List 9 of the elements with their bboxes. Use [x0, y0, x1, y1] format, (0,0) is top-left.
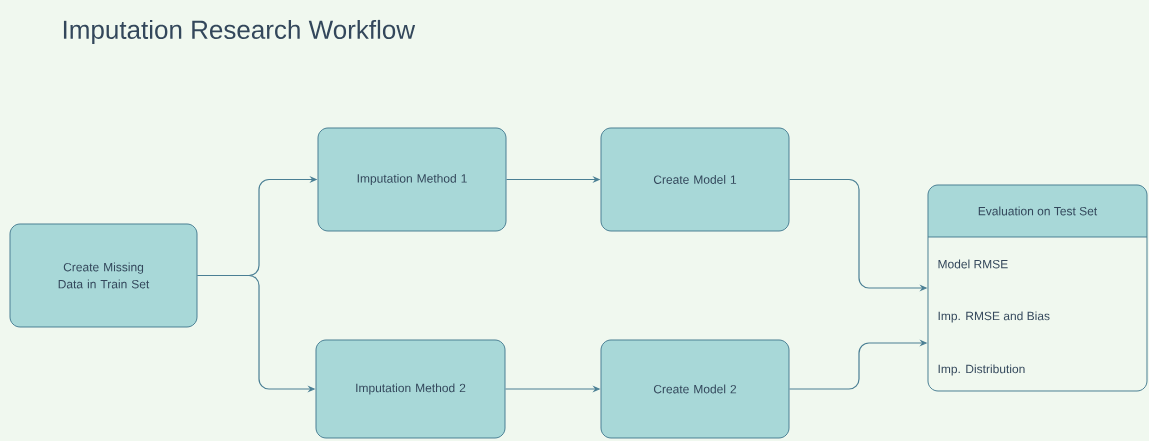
list-item: Imp. RMSE and Bias [938, 311, 1050, 323]
process-box: Create Model 1 [600, 127, 790, 232]
process-box: Create Missing Data in Train Set [9, 223, 198, 328]
process-box: Imputation Method 1 [317, 127, 507, 232]
title: Imputation Research Workflow [63, 19, 416, 45]
list-item: Imp. Distribution [938, 364, 1025, 376]
process-box: Create Model 2 [600, 339, 790, 439]
list-item: Model RMSE [938, 259, 1008, 269]
process-box: Imputation Method 2 [315, 339, 506, 439]
